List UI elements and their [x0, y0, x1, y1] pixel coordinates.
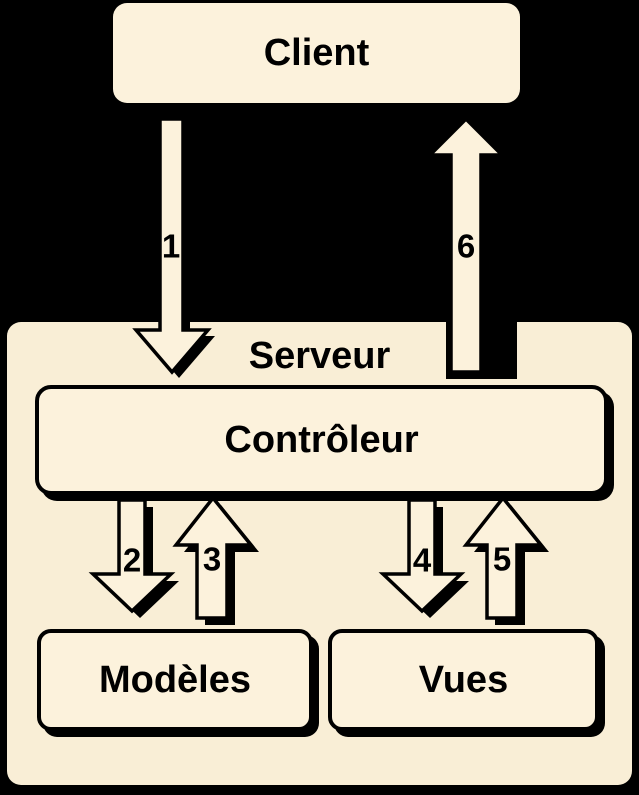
client-label: Client	[263, 31, 370, 74]
arrow-4-number: 4	[412, 541, 432, 579]
arrow-1-number: 1	[161, 227, 181, 265]
models-node: Modèles	[37, 629, 313, 731]
views-label: Vues	[418, 658, 509, 701]
views-node: Vues	[328, 629, 599, 731]
arrow-2-number: 2	[122, 541, 142, 579]
arrow-3-number: 3	[202, 540, 222, 578]
controller-label: Contrôleur	[224, 418, 419, 461]
models-label: Modèles	[98, 658, 252, 701]
client-node: Client	[113, 3, 520, 103]
arrow-6-number: 6	[456, 227, 476, 265]
arrow-5-number: 5	[492, 540, 512, 578]
controller-node: Contrôleur	[35, 385, 608, 495]
